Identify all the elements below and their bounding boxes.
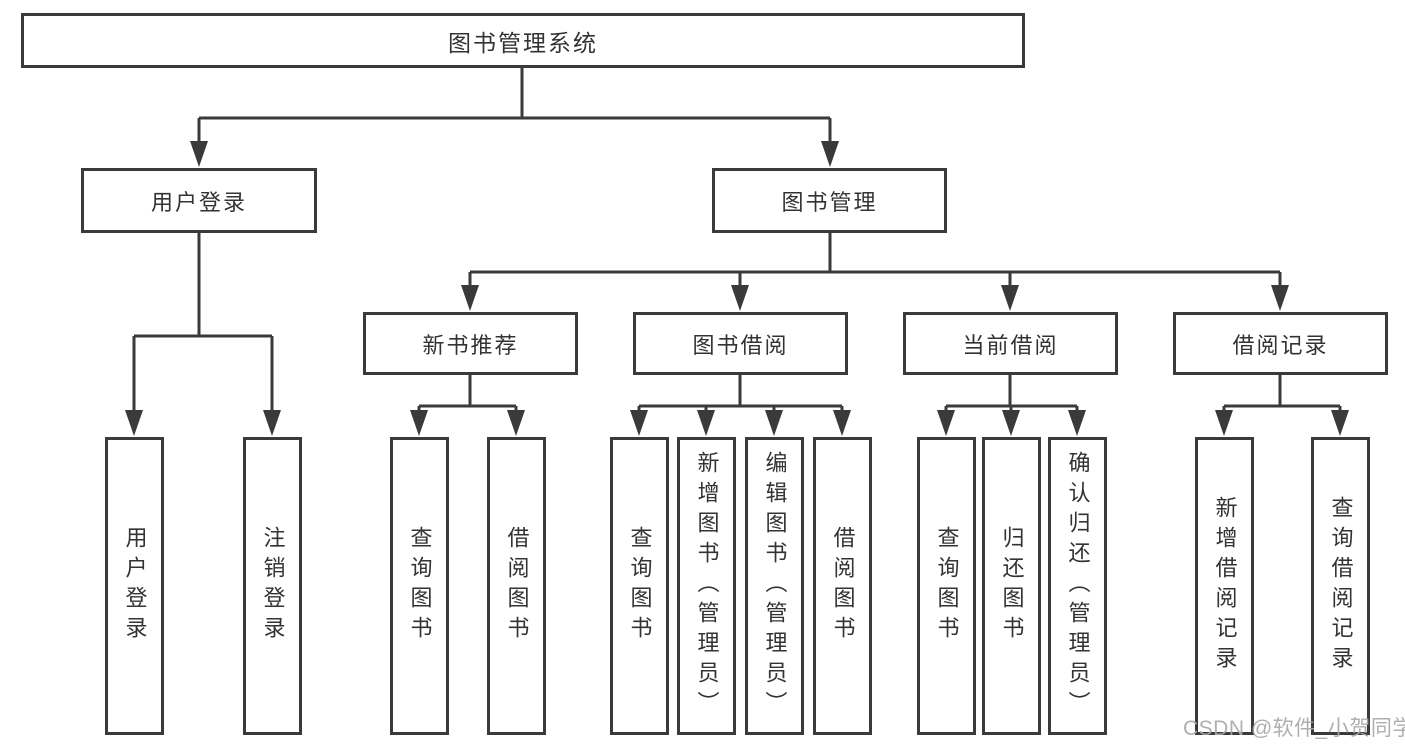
leaf-edit-books-admin: 编辑图书（管理员） [745, 437, 804, 735]
arrowhead [630, 410, 648, 436]
node-current-borrowing: 当前借阅 [903, 312, 1118, 375]
arrowhead [1068, 410, 1086, 436]
edge-current-borrowing-to-children [944, 375, 1079, 414]
edge-book-borrowing-to-children [637, 375, 844, 414]
arrowhead [125, 410, 143, 436]
arrowhead [1002, 410, 1020, 436]
node-book-borrowing: 图书借阅 [633, 312, 848, 375]
arrowhead [765, 410, 783, 436]
leaf-logout: 注销登录 [243, 437, 302, 735]
edge-book-management-to-children [468, 233, 1282, 290]
leaf-confirm-return-admin: 确认归还（管理员） [1048, 437, 1107, 735]
arrowhead [833, 410, 851, 436]
edge-root-to-children [197, 68, 832, 146]
node-book-management: 图书管理 [712, 168, 947, 233]
arrowhead [1271, 285, 1289, 311]
leaf-borrow-books-recommend: 借阅图书 [487, 437, 546, 735]
leaf-return-books: 归还图书 [982, 437, 1041, 735]
arrowhead [1001, 285, 1019, 311]
node-user-login-label: 用户登录 [150, 189, 247, 215]
node-root: 图书管理系统 [21, 13, 1025, 68]
arrowhead [1215, 410, 1233, 436]
arrowhead [731, 285, 749, 311]
arrowhead [410, 410, 428, 436]
node-book-borrowing-label: 图书借阅 [692, 332, 789, 358]
node-current-borrowing-label: 当前借阅 [962, 332, 1059, 358]
node-new-book-recommendation: 新书推荐 [363, 312, 578, 375]
node-new-book-recommendation-label: 新书推荐 [422, 332, 519, 358]
leaf-query-books-recommend: 查询图书 [390, 437, 449, 735]
edge-new-book-recommendation-to-children [417, 375, 518, 414]
arrowhead [190, 141, 208, 167]
arrowhead [263, 410, 281, 436]
node-borrowing-records: 借阅记录 [1173, 312, 1388, 375]
node-root-label: 图书管理系统 [448, 29, 598, 56]
csdn-watermark: CSDN @软件_小贺同学 [1183, 717, 1405, 740]
leaf-user-login: 用户登录 [105, 437, 164, 735]
node-book-management-label: 图书管理 [781, 189, 878, 215]
leaf-query-books-current: 查询图书 [917, 437, 976, 735]
leaf-borrow-books-borrowing: 借阅图书 [813, 437, 872, 735]
arrowhead [821, 141, 839, 167]
leaf-add-books-admin: 新增图书（管理员） [677, 437, 736, 735]
arrowhead [937, 410, 955, 436]
node-borrowing-records-label: 借阅记录 [1232, 332, 1329, 358]
edge-borrowing-records-to-children [1222, 375, 1342, 414]
arrowhead [697, 410, 715, 436]
leaf-query-borrow-record: 查询借阅记录 [1311, 437, 1370, 735]
arrowhead [1331, 410, 1349, 436]
edge-user-login-to-children [132, 233, 274, 414]
node-user-login: 用户登录 [81, 168, 317, 233]
arrowhead [507, 410, 525, 436]
arrowhead [461, 285, 479, 311]
leaf-add-borrow-record: 新增借阅记录 [1195, 437, 1254, 735]
leaf-query-books-borrowing: 查询图书 [610, 437, 669, 735]
